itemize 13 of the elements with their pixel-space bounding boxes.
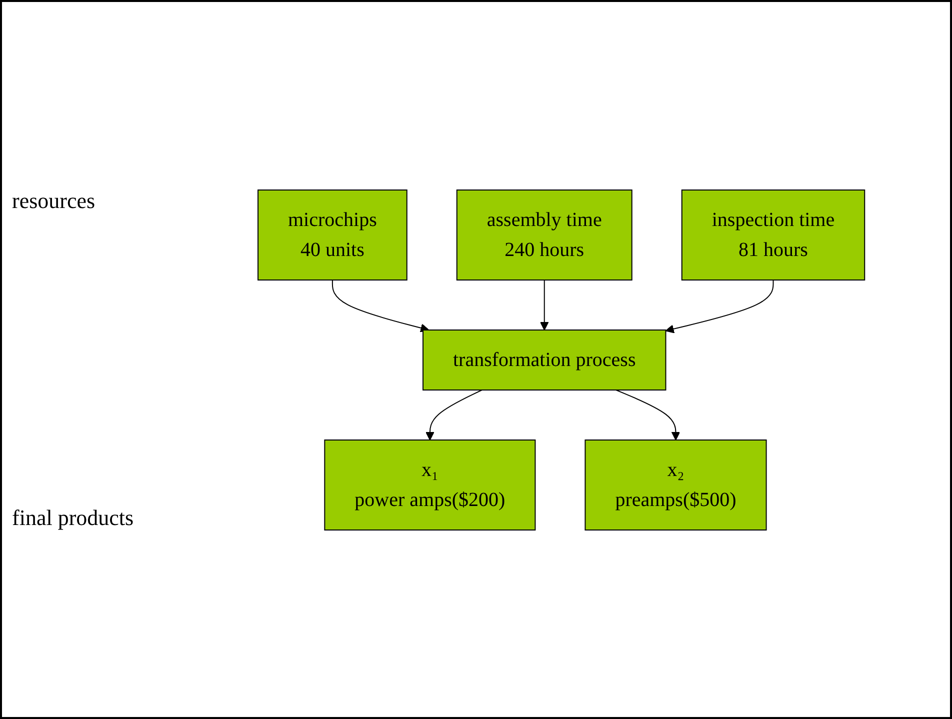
node-box: microchips 40 units xyxy=(257,189,408,280)
arrow xyxy=(332,279,429,332)
node-box: transformation process xyxy=(422,329,666,390)
node-box: x₂ preamps($500) xyxy=(584,439,766,530)
node-box: inspection time 81 hours xyxy=(681,189,865,280)
node-box: assembly time 240 hours xyxy=(456,189,632,280)
arrow xyxy=(615,389,680,440)
arrow xyxy=(540,279,548,330)
side-label: resources xyxy=(12,188,96,214)
arrow xyxy=(425,389,482,440)
node-box: x₁ power amps($200) xyxy=(324,439,536,530)
arrow xyxy=(665,279,774,333)
side-label: final products xyxy=(12,505,135,532)
